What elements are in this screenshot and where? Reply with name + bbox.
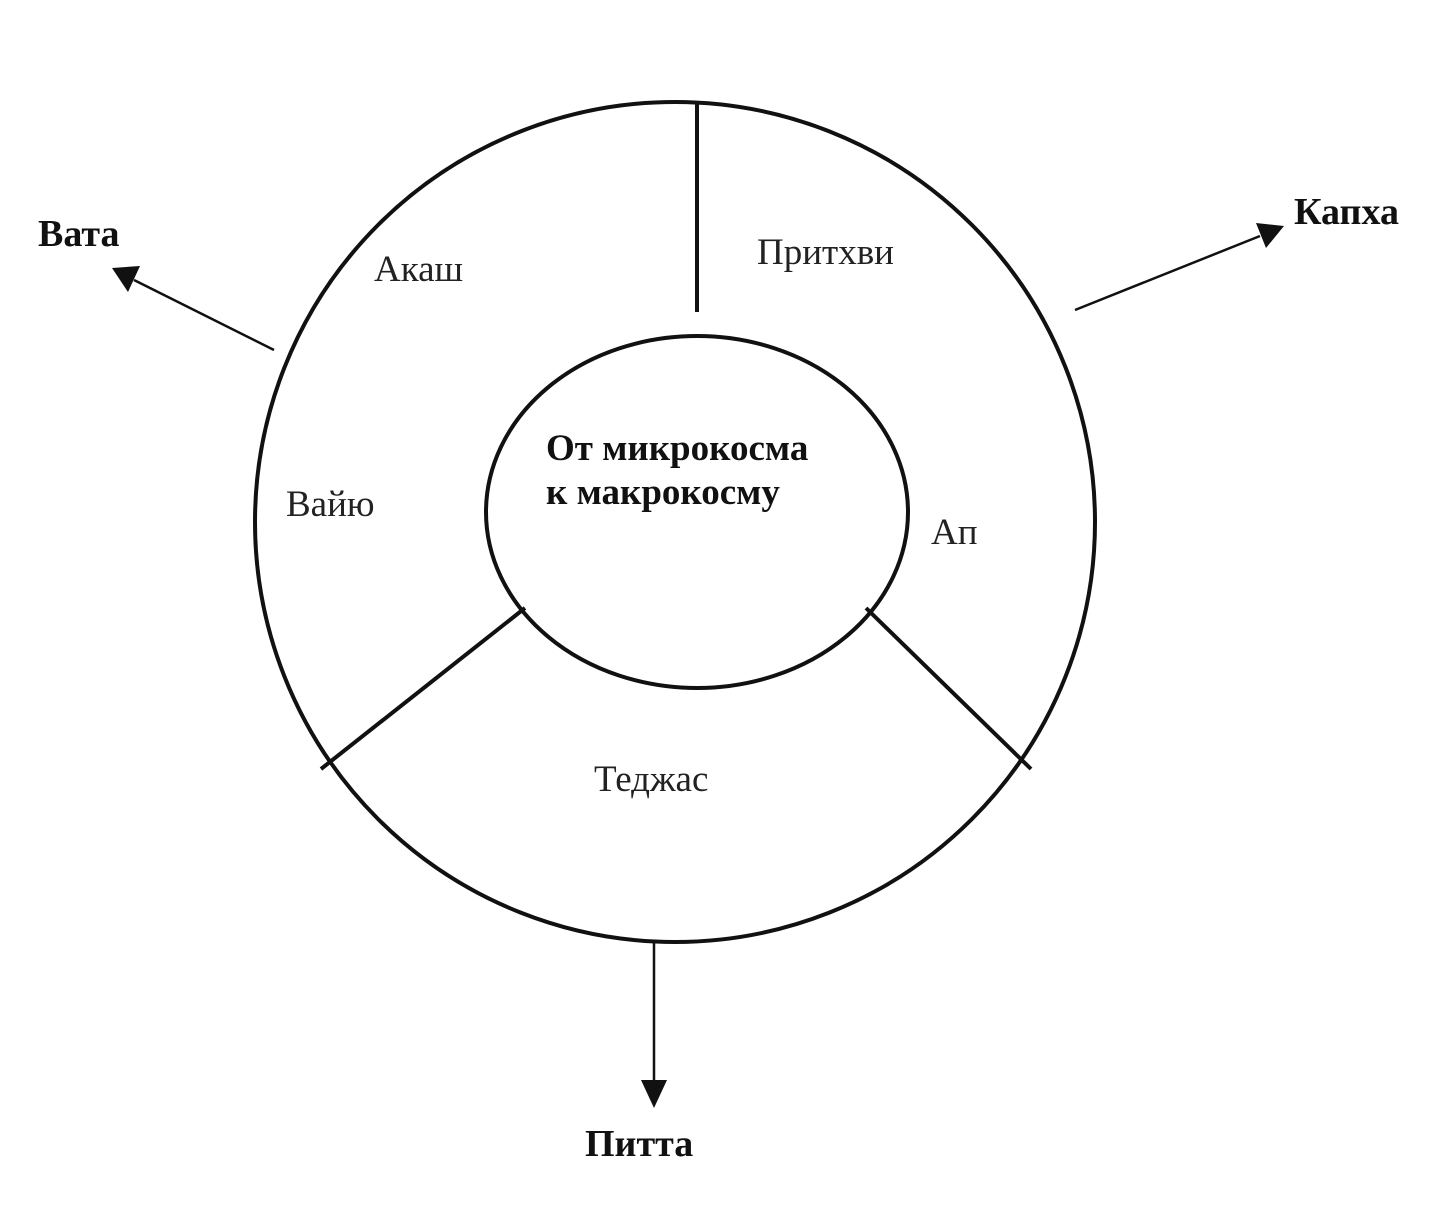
center-line-2: к макрокосму: [546, 472, 780, 513]
element-akash-label: Акаш: [374, 249, 463, 290]
dosha-pitta-label: Питта: [585, 1123, 693, 1165]
inner-circle: [484, 334, 910, 690]
element-prithvi-label: Притхви: [757, 232, 894, 273]
element-vayu-label: Вайю: [286, 484, 375, 525]
dosha-kapha-label: Капха: [1294, 191, 1399, 233]
element-ap-label: Ап: [931, 512, 978, 553]
outer-circle: [253, 100, 1097, 944]
divider-lower-right: [864, 606, 1033, 771]
divider-lower-left: [319, 606, 527, 771]
center-line-1: От микрокосма: [546, 428, 808, 469]
arrow-vata: [112, 266, 275, 352]
element-tejas-label: Теджас: [594, 759, 708, 800]
arrow-pitta: [641, 942, 667, 1108]
arrow-kapha: [1074, 223, 1284, 312]
dosha-vata-label: Вата: [38, 213, 120, 255]
